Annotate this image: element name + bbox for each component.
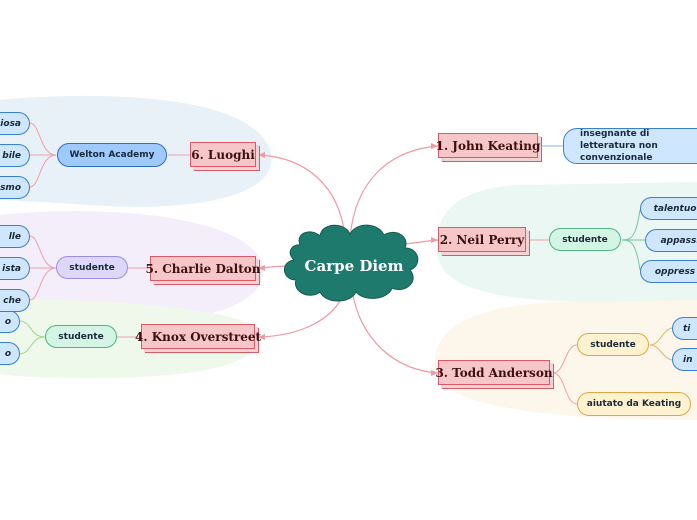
connector-todd-leaves (649, 327, 673, 361)
arrow-neil (431, 237, 438, 243)
topic-john-keating-label: 1. John Keating (435, 138, 541, 153)
subtopic-todd-aiutato-label: aiutato da Keating (586, 399, 682, 409)
subtopic-charlie-studente-label: studente (69, 262, 115, 273)
central-topic[interactable]: Carpe Diem (290, 248, 418, 284)
leaf-knox-1-label: o (4, 316, 11, 327)
leaf-charlie-2[interactable]: ista (0, 257, 30, 280)
connector-keating (349, 145, 439, 239)
topic-neil-perry[interactable]: 2. Neil Perry (438, 227, 526, 252)
subtopic-welton-academy-label: Welton Academy (69, 150, 155, 160)
leaf-neil-3-label: oppress (654, 266, 696, 277)
connector-luoghi-leaves (29, 122, 57, 188)
arrow-keating (431, 143, 438, 149)
topic-john-keating[interactable]: 1. John Keating (435, 133, 541, 158)
topic-neil-perry-label: 2. Neil Perry (439, 232, 525, 247)
subtopic-neil-studente-label: studente (562, 234, 608, 245)
leaf-charlie-2-label: ista (2, 263, 21, 274)
subtopic-keating-desc-label: insegnante di letteratura non convenzion… (580, 129, 658, 163)
topic-charlie-dalton-label: 5. Charlie Dalton (145, 261, 261, 276)
zone-charlie (0, 211, 264, 323)
leaf-luoghi-1[interactable]: iosa (0, 112, 30, 135)
leaf-neil-1[interactable]: talentuo (640, 197, 697, 220)
leaf-knox-2[interactable]: o (0, 342, 20, 365)
topic-knox-overstreet-label: 4. Knox Overstreet (135, 329, 262, 344)
leaf-charlie-3[interactable]: che (0, 289, 30, 312)
leaf-luoghi-3[interactable]: smo (0, 176, 30, 199)
connector-luoghi (257, 154, 346, 239)
leaf-todd-2-label: in (683, 354, 693, 365)
topic-luoghi[interactable]: 6. Luoghi (190, 142, 256, 167)
subtopic-todd-studente[interactable]: studente (577, 333, 649, 356)
connector-todd-studente (552, 344, 578, 374)
subtopic-welton-academy[interactable]: Welton Academy (57, 143, 167, 167)
leaf-luoghi-3-label: smo (0, 182, 21, 193)
connector-charlie-leaves (29, 235, 57, 301)
zone-knox (0, 299, 260, 378)
arrow-todd (431, 370, 438, 376)
leaf-neil-2[interactable]: appassi (645, 229, 697, 252)
leaf-neil-3[interactable]: oppress (640, 260, 697, 283)
arrow-charlie (258, 265, 265, 271)
connector-knox-leaves (19, 320, 46, 355)
leaf-todd-1-label: ti (683, 323, 691, 334)
leaf-neil-2-label: appassi (660, 235, 697, 246)
leaf-todd-2[interactable]: in (672, 348, 697, 371)
leaf-luoghi-2-label: bile (2, 150, 21, 161)
topic-luoghi-label: 6. Luoghi (191, 147, 255, 162)
leaf-charlie-1-label: lle (8, 231, 21, 242)
subtopic-neil-studente[interactable]: studente (549, 228, 621, 251)
subtopic-todd-studente-label: studente (590, 339, 636, 350)
topic-knox-overstreet[interactable]: 4. Knox Overstreet (135, 324, 261, 349)
connector-todd (351, 289, 439, 374)
leaf-charlie-3-label: che (3, 295, 21, 306)
central-cloud-shape (284, 224, 419, 302)
subtopic-knox-studente[interactable]: studente (45, 325, 117, 348)
leaf-todd-1[interactable]: ti (672, 317, 697, 340)
arrow-luoghi (258, 152, 265, 158)
subtopic-todd-aiutato[interactable]: aiutato da Keating (577, 392, 691, 416)
leaf-charlie-1[interactable]: lle (0, 225, 30, 248)
subtopic-knox-studente-label: studente (58, 331, 104, 342)
arrow-knox (258, 334, 265, 340)
leaf-knox-2-label: o (4, 348, 11, 359)
connector-todd-aiutato (552, 372, 578, 405)
zone-todd (434, 300, 697, 420)
topic-todd-anderson-label: 3. Todd Anderson (435, 365, 553, 380)
subtopic-keating-desc[interactable]: insegnante di letteratura non convenzion… (563, 128, 697, 164)
leaf-luoghi-1-label: iosa (0, 118, 21, 129)
leaf-neil-1-label: talentuo (653, 203, 697, 214)
topic-todd-anderson[interactable]: 3. Todd Anderson (435, 360, 553, 385)
leaf-luoghi-2[interactable]: bile (0, 144, 30, 167)
topic-charlie-dalton[interactable]: 5. Charlie Dalton (145, 256, 261, 281)
connector-neil-leaves (621, 209, 645, 271)
central-topic-label: Carpe Diem (304, 257, 404, 275)
subtopic-charlie-studente[interactable]: studente (56, 256, 128, 279)
